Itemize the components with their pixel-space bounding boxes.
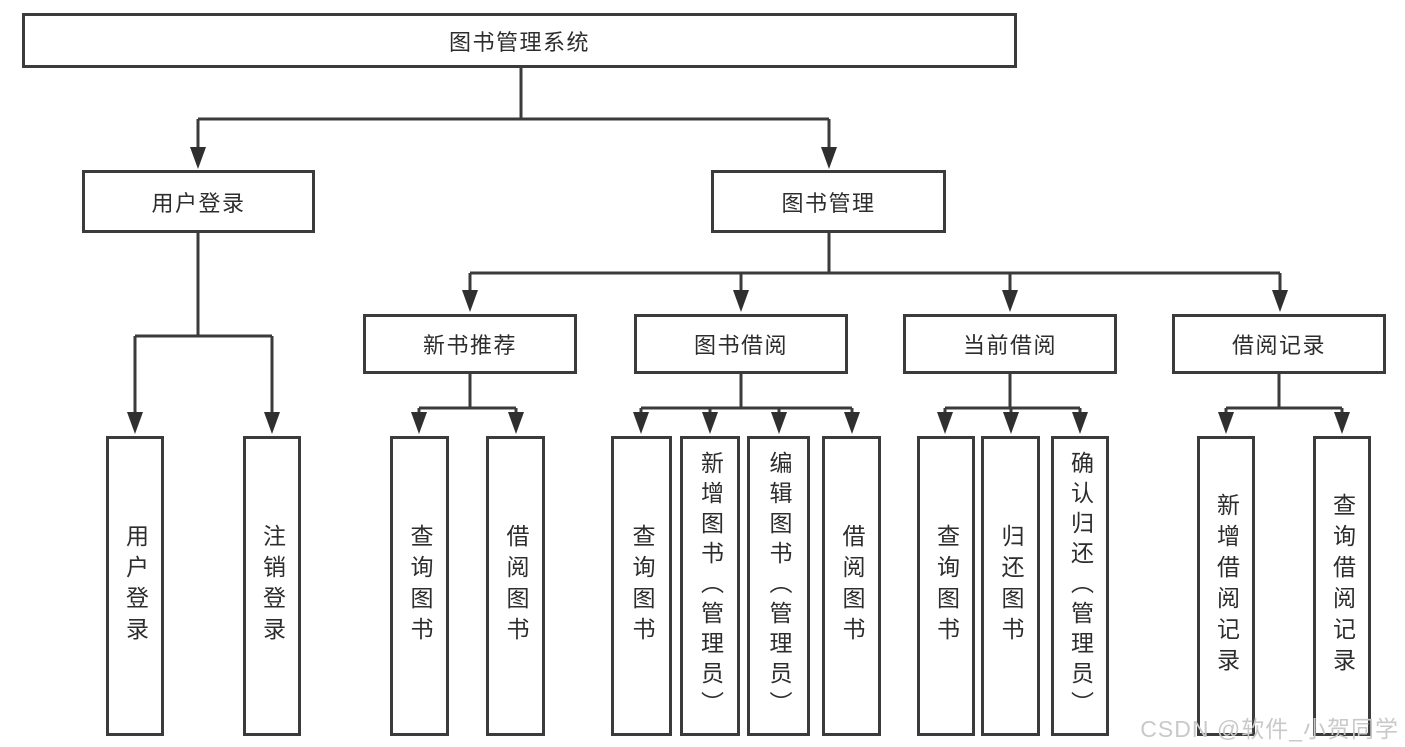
node-user-login-label: 用户登录 bbox=[151, 190, 246, 216]
leaf-borrow-books-label: 借阅图书 bbox=[839, 524, 865, 648]
node-book-management: 图书管理 bbox=[711, 170, 946, 233]
node-user-login: 用户登录 bbox=[82, 170, 315, 233]
leaf-query-books-borrow-label: 查询图书 bbox=[629, 524, 655, 648]
arrowheads bbox=[127, 147, 1350, 434]
leaf-borrow-books-recommend-label: 借阅图书 bbox=[503, 524, 529, 648]
node-book-borrow-label: 图书借阅 bbox=[693, 333, 788, 358]
node-borrow-records-label: 借阅记录 bbox=[1231, 333, 1326, 358]
leaf-user-login-label: 用户登录 bbox=[122, 524, 149, 648]
leaf-query-borrow-record: 查询借阅记录 bbox=[1313, 436, 1371, 736]
leaf-logout-label: 注销登录 bbox=[259, 524, 286, 648]
leaf-logout: 注销登录 bbox=[243, 436, 301, 736]
node-root-system-label: 图书管理系统 bbox=[448, 29, 590, 55]
leaf-query-books-current: 查询图书 bbox=[917, 436, 975, 736]
edge-root-split bbox=[196, 68, 831, 155]
node-book-borrow: 图书借阅 bbox=[634, 314, 848, 374]
leaf-query-books-recommend-label: 查询图书 bbox=[407, 524, 433, 648]
node-current-borrow-label: 当前借阅 bbox=[962, 333, 1057, 358]
node-book-management-label: 图书管理 bbox=[781, 190, 876, 216]
leaf-add-borrow-record-label: 新增借阅记录 bbox=[1213, 493, 1240, 679]
node-root-system: 图书管理系统 bbox=[22, 13, 1017, 68]
leaf-borrow-books: 借阅图书 bbox=[822, 436, 881, 736]
edge-borrow-records-split bbox=[1224, 374, 1344, 421]
leaf-add-book-admin-label: 新增图书（管理员） bbox=[697, 451, 724, 721]
node-new-book-recommend: 新书推荐 bbox=[363, 314, 577, 374]
leaf-query-books-recommend: 查询图书 bbox=[390, 436, 449, 736]
leaf-query-borrow-record-label: 查询借阅记录 bbox=[1329, 493, 1356, 679]
node-borrow-records: 借阅记录 bbox=[1172, 314, 1386, 374]
leaf-return-book: 归还图书 bbox=[981, 436, 1040, 736]
node-new-book-recommend-label: 新书推荐 bbox=[422, 333, 517, 358]
leaf-edit-book-admin: 编辑图书（管理员） bbox=[747, 436, 810, 736]
leaf-confirm-return-admin: 确认归还（管理员） bbox=[1051, 436, 1109, 736]
csdn-watermark: CSDN @软件_小贺同学 bbox=[1140, 716, 1399, 742]
leaf-query-books-current-label: 查询图书 bbox=[933, 524, 960, 648]
leaf-add-borrow-record: 新增借阅记录 bbox=[1197, 436, 1255, 736]
edge-book-mgmt-split bbox=[468, 233, 1282, 299]
edge-new-book-split bbox=[417, 374, 518, 421]
leaf-return-book-label: 归还图书 bbox=[998, 524, 1024, 648]
leaf-confirm-return-admin-label: 确认归还（管理员） bbox=[1067, 451, 1094, 721]
leaf-user-login: 用户登录 bbox=[106, 436, 164, 736]
node-current-borrow: 当前借阅 bbox=[903, 314, 1117, 374]
leaf-borrow-books-recommend: 借阅图书 bbox=[486, 436, 545, 736]
edge-user-login-split bbox=[133, 233, 274, 420]
leaf-query-books-borrow: 查询图书 bbox=[611, 436, 672, 736]
edge-book-borrow-split bbox=[639, 374, 854, 421]
leaf-edit-book-admin-label: 编辑图书（管理员） bbox=[766, 451, 792, 721]
leaf-add-book-admin: 新增图书（管理员） bbox=[680, 436, 740, 736]
